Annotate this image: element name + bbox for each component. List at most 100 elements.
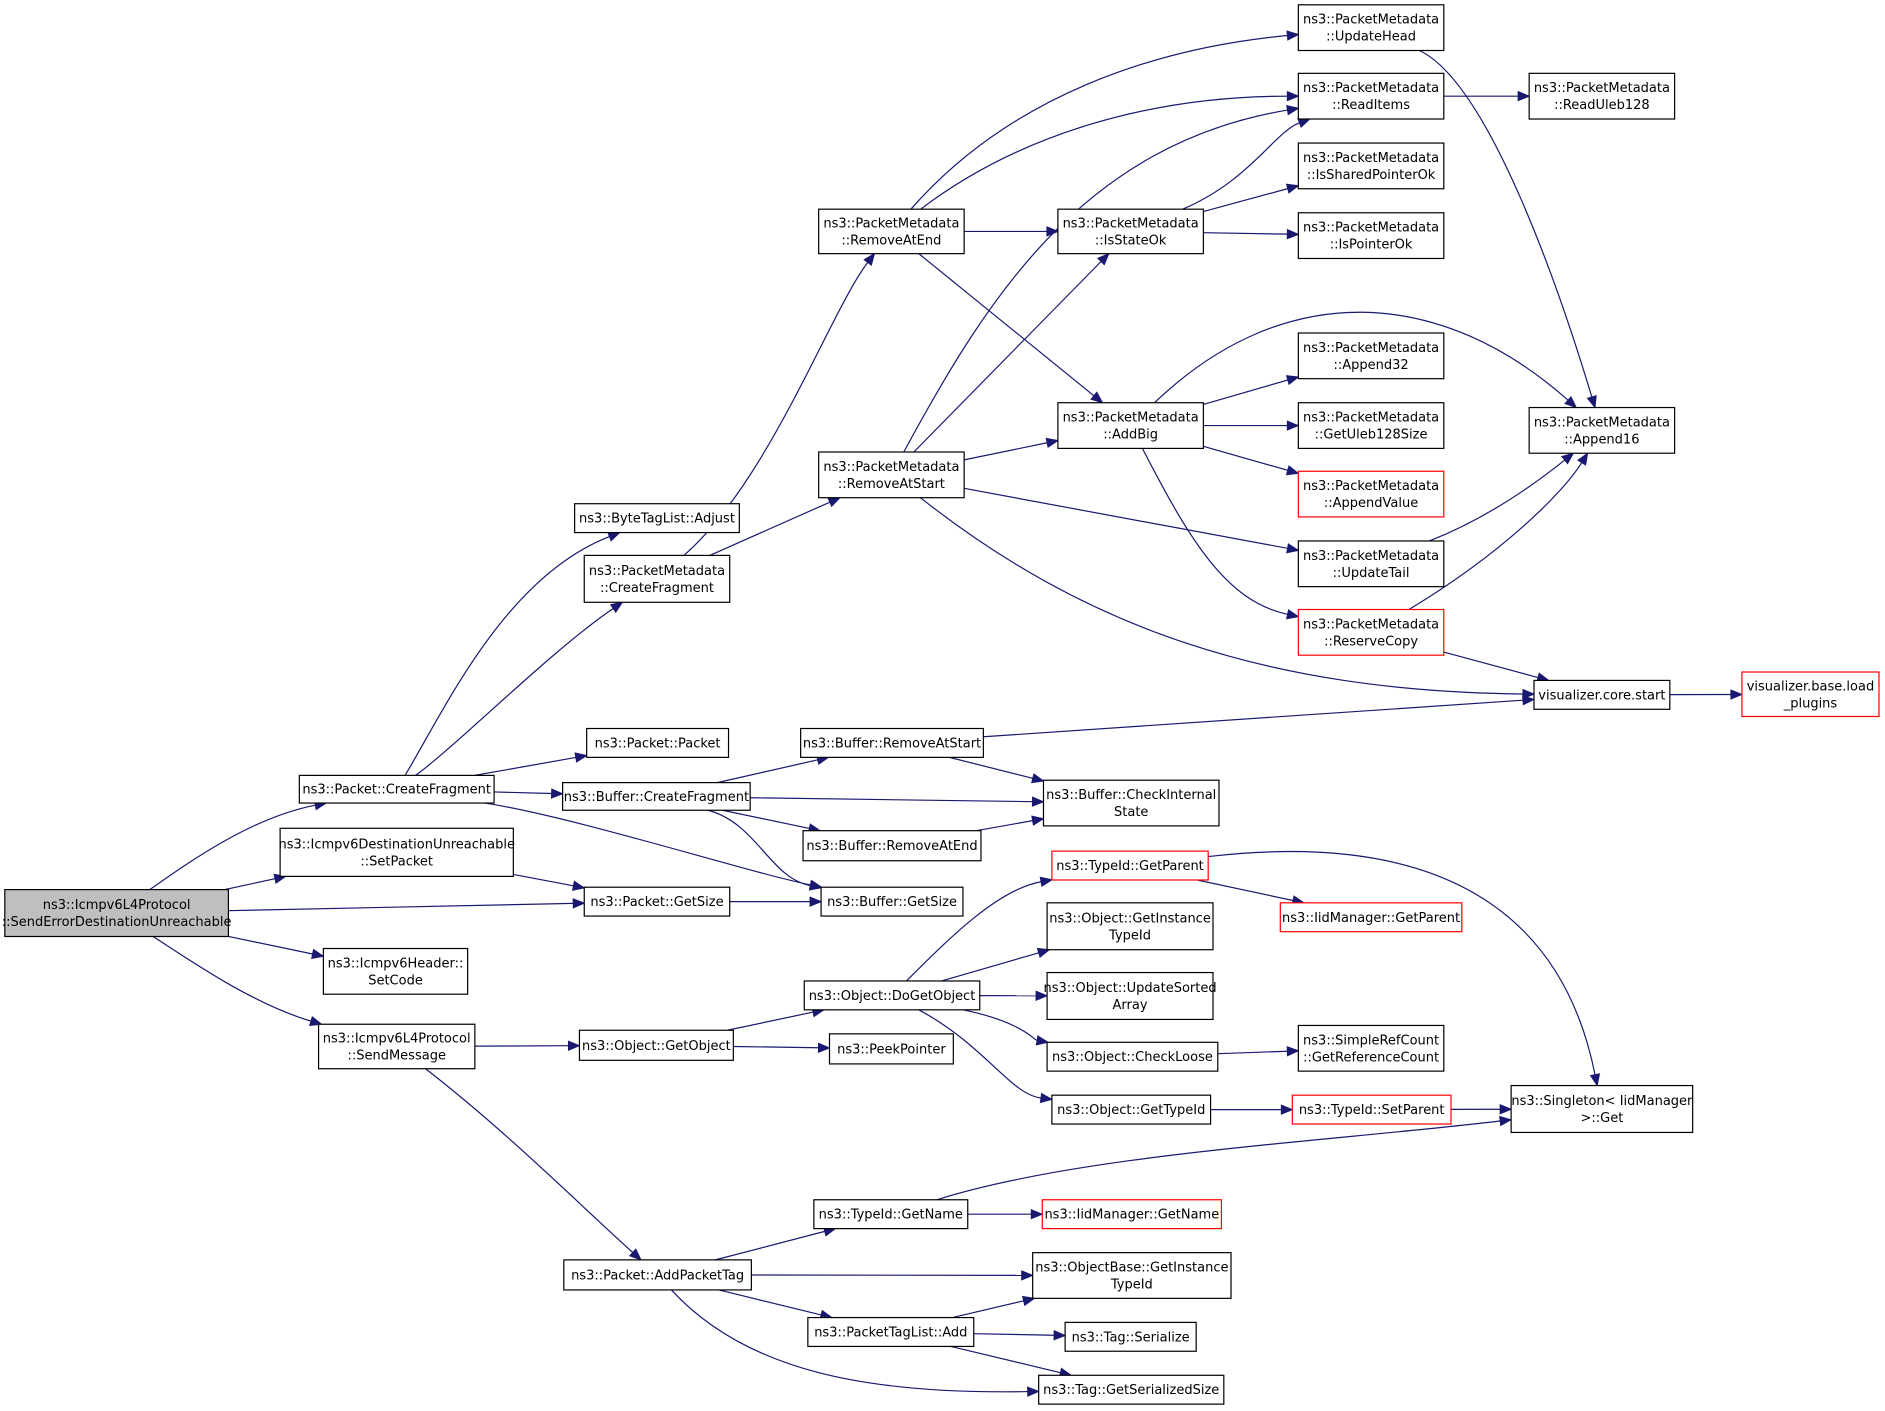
node-label-line: ::AddBig — [1103, 428, 1158, 443]
node-obj-gettypeid[interactable]: ns3::Object::GetTypeId — [1051, 1094, 1212, 1125]
node-label-line: ::GetReferenceCount — [1303, 1050, 1439, 1065]
node-label-line: ::CreateFragment — [600, 581, 714, 596]
node-label-line: ns3::PacketMetadata — [1063, 411, 1199, 426]
node-box — [1297, 4, 1445, 52]
node-box — [586, 727, 730, 758]
node-singleton-get[interactable]: ns3::Singleton< IidManager >::Get — [1510, 1084, 1694, 1134]
node-buf-removeatstart[interactable]: ns3::Buffer::RemoveAtStart — [800, 727, 984, 758]
node-label-line: ::ReadItems — [1332, 98, 1410, 113]
edge-pkt-getsize-to-buf-getsize — [729, 896, 823, 907]
node-obj-dogetobject[interactable]: ns3::Object::DoGetObject — [803, 980, 981, 1011]
arrowhead — [1039, 1092, 1054, 1104]
arrowhead — [609, 601, 624, 614]
node-label-line: ns3::PacketMetadata — [1303, 13, 1439, 28]
node-pkt-packet[interactable]: ns3::Packet::Packet — [586, 727, 730, 758]
node-vis-load-plugins[interactable]: visualizer.base.load_plugins — [1741, 671, 1880, 718]
node-tag-serialize[interactable]: ns3::Tag::Serialize — [1064, 1321, 1197, 1352]
arrowhead — [1577, 452, 1589, 466]
node-peekpointer[interactable]: ns3::PeekPointer — [828, 1033, 954, 1065]
edge-line — [910, 34, 1288, 210]
node-box — [317, 1023, 476, 1070]
node-pm-ispointerok[interactable]: ns3::PacketMetadata::IsPointerOk — [1297, 212, 1445, 260]
node-box — [1051, 850, 1209, 881]
arrowhead — [1286, 104, 1300, 116]
node-label-line: ns3::PacketMetadata — [1303, 479, 1439, 494]
node-obj-checkloose[interactable]: ns3::Object::CheckLoose — [1046, 1041, 1219, 1072]
node-bytetag-adjust[interactable]: ns3::ByteTagList::Adjust — [574, 503, 740, 534]
edge-pm-removeatend-to-pm-addbig — [918, 253, 1104, 404]
arrowhead — [628, 1248, 642, 1261]
node-pkt-addpackettag[interactable]: ns3::Packet::AddPacketTag — [563, 1259, 752, 1291]
node-typeid-setparent[interactable]: ns3::TypeId::SetParent — [1291, 1094, 1452, 1125]
node-root[interactable]: ns3::Icmpv6L4Protocol::SendErrorDestinat… — [2, 889, 232, 938]
edge-pm-removeatstart-to-pm-isstateok — [913, 252, 1110, 453]
node-simplerefcount[interactable]: ns3::SimpleRefCount::GetReferenceCount — [1297, 1024, 1445, 1072]
node-typeid-getname[interactable]: ns3::TypeId::GetName — [813, 1199, 969, 1230]
node-label-line: ns3::ObjectBase::GetInstance — [1035, 1261, 1228, 1276]
edge-sendmessage-to-obj-getobject — [474, 1040, 581, 1051]
node-typeid-getparent[interactable]: ns3::TypeId::GetParent — [1051, 850, 1209, 881]
edge-pm-updatetail-to-pm-append16 — [1429, 452, 1575, 542]
node-pkt-createfrag[interactable]: ns3::Packet::CreateFragment — [298, 774, 495, 804]
edge-line — [415, 607, 614, 776]
node-pm-append16[interactable]: ns3::PacketMetadata::Append16 — [1528, 406, 1676, 454]
node-ptl-add[interactable]: ns3::PacketTagList::Add — [807, 1316, 975, 1348]
arrowhead — [827, 497, 842, 508]
node-pm-readuleb128[interactable]: ns3::PacketMetadata::ReadUleb128 — [1528, 72, 1676, 120]
node-buf-createfrag[interactable]: ns3::Buffer::CreateFragment — [562, 782, 751, 811]
node-label-line: ns3::PacketMetadata — [1303, 151, 1439, 166]
edge-line — [903, 109, 1288, 453]
node-label-line: ::AppendValue — [1324, 496, 1418, 511]
node-box — [1297, 142, 1445, 190]
node-iid-getparent[interactable]: ns3::IidManager::GetParent — [1279, 902, 1463, 933]
node-pm-addbig[interactable]: ns3::PacketMetadata::AddBig — [1057, 402, 1204, 450]
edge-root-to-hdr-setcode — [228, 935, 325, 960]
node-pm-append32[interactable]: ns3::PacketMetadata::Append32 — [1297, 332, 1445, 380]
node-label-line: ns3::Buffer::CreateFragment — [564, 790, 749, 805]
arrowhead — [1286, 420, 1300, 431]
node-pkt-getsize[interactable]: ns3::Packet::GetSize — [583, 886, 731, 917]
edge-typeid-getparent-to-singleton-get — [1208, 850, 1601, 1087]
node-box — [828, 1033, 954, 1065]
edge-buf-createfrag-to-buf-removeatend — [722, 809, 822, 834]
node-buf-removeatend[interactable]: ns3::Buffer::RemoveAtEnd — [802, 830, 982, 862]
edge-pkt-addpackettag-to-ptl-add — [718, 1289, 834, 1320]
node-obj-getobject[interactable]: ns3::Object::GetObject — [578, 1029, 734, 1061]
node-label-line: ::Append32 — [1333, 358, 1408, 373]
node-box — [818, 208, 965, 255]
node-box — [1297, 72, 1445, 120]
node-pm-removeatend[interactable]: ns3::PacketMetadata::RemoveAtEnd — [818, 208, 965, 255]
node-vis-core-start[interactable]: visualizer.core.start — [1533, 679, 1671, 710]
node-hdr-setcode[interactable]: ns3::Icmpv6Header::SetCode — [322, 947, 469, 995]
node-label-line: ns3::Icmpv6L4Protocol — [323, 1031, 471, 1046]
node-sendmessage[interactable]: ns3::Icmpv6L4Protocol::SendMessage — [317, 1023, 476, 1070]
node-label-line: ns3::Packet::CreateFragment — [302, 783, 491, 798]
arrowhead — [1035, 990, 1049, 1002]
node-pm-removeatstart[interactable]: ns3::PacketMetadata::RemoveAtStart — [818, 451, 965, 499]
node-pm-updatehead[interactable]: ns3::PacketMetadata::UpdateHead — [1297, 4, 1445, 52]
arrowhead — [1586, 395, 1597, 409]
node-box — [1297, 470, 1445, 518]
node-pm-createfrag[interactable]: ns3::PacketMetadata::CreateFragment — [583, 554, 731, 603]
node-tag-getserializedsize[interactable]: ns3::Tag::GetSerializedSize — [1038, 1374, 1225, 1405]
node-pm-getuleb128size[interactable]: ns3::PacketMetadata::GetUleb128Size — [1297, 402, 1445, 450]
node-pm-appendvalue[interactable]: ns3::PacketMetadata::AppendValue — [1297, 470, 1445, 518]
node-label-line: ns3::TypeId::SetParent — [1299, 1103, 1445, 1118]
node-pm-updatetail[interactable]: ns3::PacketMetadata::UpdateTail — [1297, 540, 1445, 588]
node-pm-isstateok[interactable]: ns3::PacketMetadata::IsStateOk — [1057, 208, 1204, 255]
edge-line — [918, 253, 1095, 397]
node-label-line: ns3::PacketMetadata — [823, 216, 959, 231]
node-pm-reservecopy[interactable]: ns3::PacketMetadata::ReserveCopy — [1297, 608, 1445, 656]
node-icmp-setpacket[interactable]: ns3::Icmpv6DestinationUnreachable::SetPa… — [278, 827, 515, 877]
node-buf-getsize[interactable]: ns3::Buffer::GetSize — [820, 886, 964, 917]
node-label-line: >::Get — [1580, 1111, 1623, 1126]
node-iid-getname[interactable]: ns3::IidManager::GetName — [1041, 1199, 1223, 1230]
node-pm-issharedpointerok[interactable]: ns3::PacketMetadata::IsSharedPointerOk — [1297, 142, 1445, 190]
edge-line — [913, 261, 1102, 453]
edge-buf-createfrag-to-buf-checkinternal — [750, 796, 1045, 807]
node-pm-readitems[interactable]: ns3::PacketMetadata::ReadItems — [1297, 72, 1445, 120]
